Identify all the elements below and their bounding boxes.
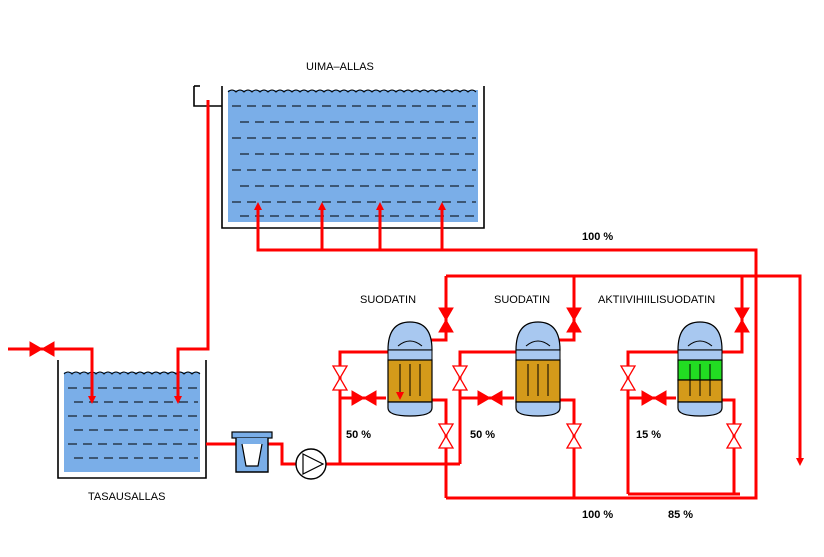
pool bbox=[193, 85, 485, 229]
filter2-label: SUODATIN bbox=[494, 294, 550, 306]
pool-label: UIMA–ALLAS bbox=[306, 61, 374, 73]
filter2-drain-valve[interactable] bbox=[565, 423, 583, 449]
filter2-inlet-valve[interactable] bbox=[451, 365, 469, 391]
pool-overflow-gutter bbox=[193, 86, 222, 107]
carbon-inlet-valve[interactable] bbox=[619, 365, 637, 391]
filter2-backwash-valve[interactable] bbox=[477, 390, 503, 406]
balance-tank-wall bbox=[57, 360, 207, 479]
balance-tank bbox=[57, 360, 207, 479]
return-flow-label: 100 % bbox=[582, 231, 613, 243]
filter1-label: SUODATIN bbox=[360, 294, 416, 306]
pump bbox=[295, 448, 327, 480]
filter1-inlet-valve[interactable] bbox=[331, 365, 349, 391]
balance-tank-water bbox=[64, 372, 200, 472]
filter2-share-label: 50 % bbox=[470, 429, 495, 441]
carbon-drain-pipe bbox=[718, 398, 736, 494]
balance-tank-label: TASAUSALLAS bbox=[88, 491, 165, 503]
filter1-top-valve[interactable] bbox=[438, 307, 454, 333]
filter1-drain-pipe bbox=[426, 398, 448, 498]
carbon-inlet-pipe bbox=[626, 350, 680, 494]
filter2-vessel bbox=[515, 321, 561, 417]
pool-wave-line bbox=[227, 89, 477, 93]
carbon-filter-vessel bbox=[677, 321, 723, 417]
makeup-valve[interactable] bbox=[29, 341, 55, 357]
strainer bbox=[231, 431, 273, 473]
return-to-pool-pipe bbox=[254, 202, 758, 500]
carbon-share-label: 15 % bbox=[636, 429, 661, 441]
strainer-outlet-pipe bbox=[268, 442, 296, 466]
filter2-top-valve[interactable] bbox=[566, 307, 582, 333]
top-header-pipe bbox=[446, 274, 804, 466]
filter2-inlet-pipe bbox=[458, 350, 522, 464]
bottom-total-flow-label: 100 % bbox=[582, 509, 613, 521]
filter1-drain-valve[interactable] bbox=[437, 423, 455, 449]
filter2-drain-pipe bbox=[556, 398, 576, 498]
carbon-filter-label: AKTIIVIHIILISUODATIN bbox=[598, 294, 715, 306]
filter1-vessel bbox=[387, 321, 433, 417]
overflow-pipe bbox=[174, 100, 210, 404]
carbon-top-valve[interactable] bbox=[734, 307, 750, 333]
filter1-share-label: 50 % bbox=[346, 429, 371, 441]
bypass-flow-label: 85 % bbox=[668, 509, 693, 521]
carbon-backwash-valve[interactable] bbox=[641, 390, 667, 406]
pool-wall bbox=[221, 86, 485, 229]
filter1-inlet-pipe bbox=[338, 350, 394, 464]
filter1-backwash-valve[interactable] bbox=[351, 390, 377, 406]
pool-water bbox=[228, 90, 478, 222]
carbon-drain-valve[interactable] bbox=[725, 423, 743, 449]
